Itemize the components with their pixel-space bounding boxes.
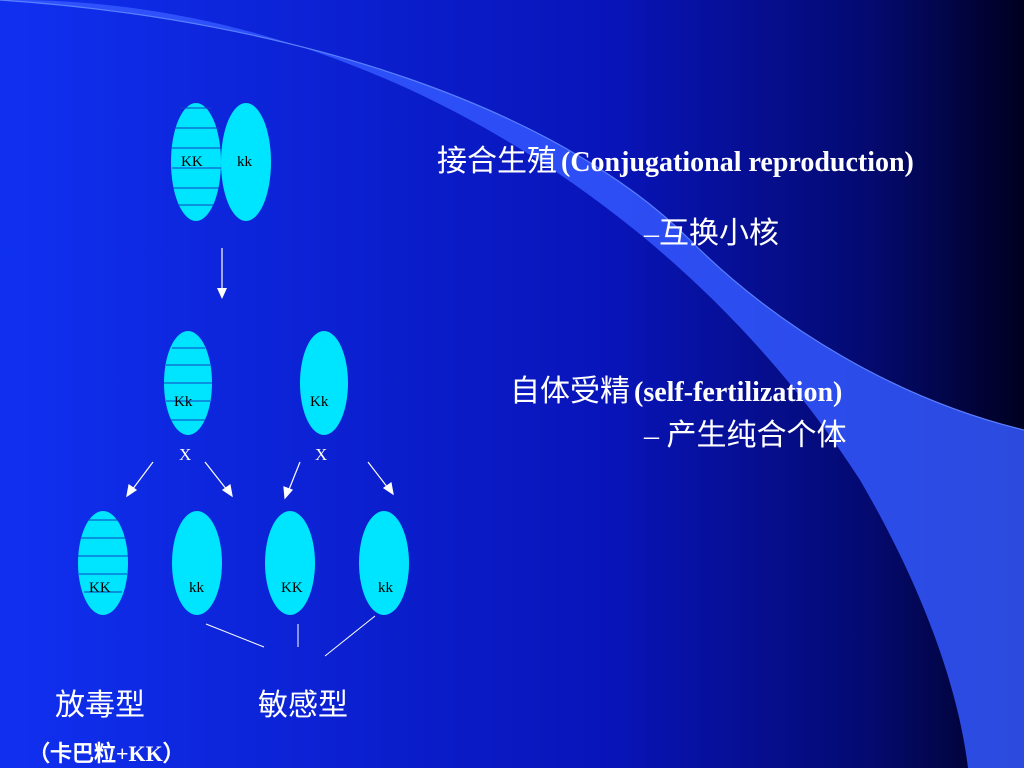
genotype-label: Kk: [174, 394, 193, 410]
cell-offspring-2: [172, 511, 222, 615]
exchange-note: –互换小核: [644, 217, 779, 250]
genotype-label: KK: [281, 580, 303, 596]
conjugation-zh: 接合生殖: [437, 145, 557, 178]
cell-stripes: [172, 107, 221, 206]
cell-stripes: [164, 347, 212, 421]
conjugation-heading: 接合生殖 (Conjugational reproduction): [437, 136, 914, 180]
cell-sensitive-parent: [221, 103, 271, 221]
genotype-label: kk: [189, 580, 204, 596]
killer-note: （卡巴粒+KK）: [28, 741, 185, 766]
cell-stripes: [78, 519, 128, 593]
genotype-label: kk: [237, 154, 252, 170]
conjugation-en: (Conjugational reproduction): [561, 147, 914, 178]
genotype-label: KK: [89, 580, 111, 596]
cell-offspring-3: [265, 511, 315, 615]
sweep-edge: [0, 0, 1024, 431]
cross-arrows: [126, 461, 394, 500]
selfing-zh: 自体受精: [510, 375, 630, 408]
cell-killer-parent: [171, 103, 221, 221]
cell-offspring-1: [78, 511, 128, 615]
sensitive-type-label: 敏感型: [258, 689, 348, 722]
phenotype-connectors: [205, 615, 376, 657]
cross-marker: X: [315, 445, 328, 464]
parent-cell-pair: [171, 103, 271, 221]
cell-f1-right: [300, 331, 348, 435]
cross-marker: X: [179, 445, 192, 464]
genotype-label: Kk: [310, 394, 329, 410]
genotype-label: kk: [378, 580, 393, 596]
killer-type-label: 放毒型: [55, 689, 145, 722]
arrow-down-head: [217, 288, 227, 299]
genotype-label: KK: [181, 154, 203, 170]
homozygote-note: – 产生纯合个体: [644, 419, 847, 452]
cell-offspring-4: [359, 511, 409, 615]
selfing-heading: 自体受精 (self-fertilization): [510, 366, 842, 410]
selfing-en: (self-fertilization): [634, 377, 843, 408]
